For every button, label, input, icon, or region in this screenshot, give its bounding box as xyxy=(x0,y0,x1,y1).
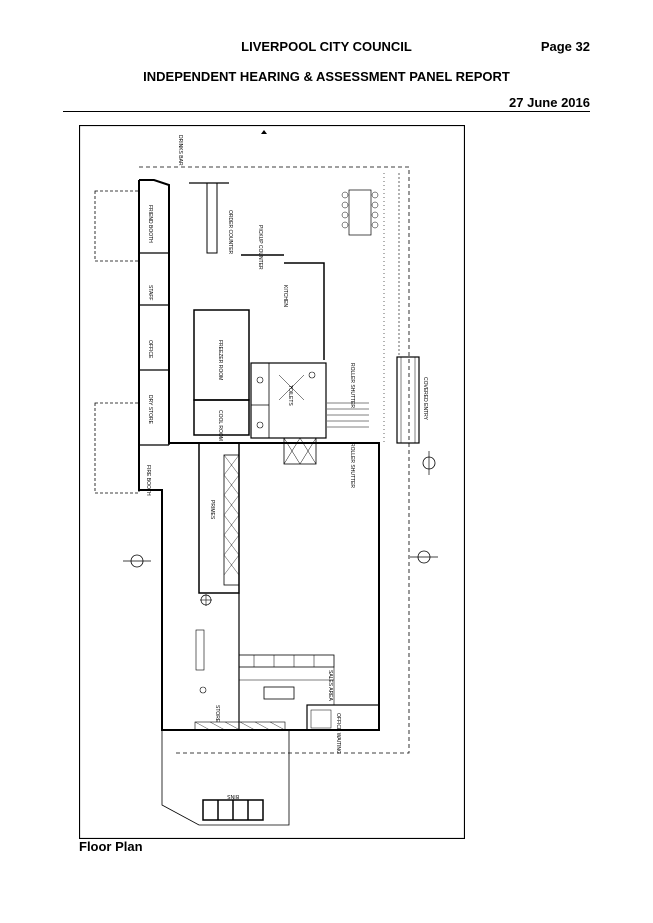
figure-caption: Floor Plan xyxy=(79,839,143,854)
label-primes: PRIMES xyxy=(209,500,215,520)
covered-entry xyxy=(396,356,420,444)
label-staff: STAFF xyxy=(147,285,153,300)
label-roller-shutter-1: ROLLER SHUTTER xyxy=(349,363,355,408)
primes-racking xyxy=(198,442,240,594)
stair-lines xyxy=(327,402,369,428)
label-pickup-counter: PICKUP COUNTER xyxy=(257,225,263,270)
office-waiting-room xyxy=(306,704,380,731)
label-dry-store: DRY STORE xyxy=(147,395,153,425)
label-office-waiting: OFFICE WAITING xyxy=(335,713,341,754)
label-covered-entry: COVERED ENTRY xyxy=(422,377,428,421)
label-office: OFFICE xyxy=(147,340,153,359)
label-sales-area: SALES AREA xyxy=(327,670,333,702)
sales-counter xyxy=(238,654,335,668)
floor-plan-drawing: DRINKS BAR FRIEND BOOTH ORDER COUNTER PI… xyxy=(79,125,465,839)
left-bumpout-mid xyxy=(94,402,140,494)
store-bottom-racking xyxy=(194,721,286,731)
plan-frame xyxy=(79,125,465,839)
label-kitchen: KITCHEN xyxy=(282,285,288,307)
label-freezer-room: FREEZER ROOM xyxy=(217,340,223,380)
cool-room xyxy=(193,399,250,436)
council-name: LIVERPOOL CITY COUNCIL xyxy=(241,39,412,54)
site-boundary xyxy=(139,166,410,754)
order-counter xyxy=(206,182,218,254)
left-bumpout-top xyxy=(94,190,140,262)
north-arrow-icon xyxy=(261,130,267,134)
label-bins: BINS xyxy=(227,793,239,799)
dining-table xyxy=(348,189,372,236)
page-number: Page 32 xyxy=(540,39,590,54)
label-store: STORE xyxy=(214,705,220,723)
store-racking xyxy=(195,629,205,671)
bins-enclosure xyxy=(161,730,290,826)
roller-shutter-box xyxy=(283,437,317,465)
label-friend-booth: FRIEND BOOTH xyxy=(147,205,153,243)
header-rule xyxy=(63,111,590,112)
building-outline xyxy=(138,179,380,731)
label-fire-booth: FIRE BOOTH xyxy=(145,465,151,496)
kitchen-walls xyxy=(284,262,325,360)
report-title: INDEPENDENT HEARING & ASSESSMENT PANEL R… xyxy=(143,69,510,84)
label-drinks: DRINKS BAR xyxy=(177,135,183,166)
report-date: 27 June 2016 xyxy=(509,95,590,110)
label-toilets: TOILETS xyxy=(287,385,293,406)
label-cool-room: COOL ROOM xyxy=(217,410,223,441)
label-roller-shutter-2: ROLLER SHUTTER xyxy=(349,443,355,488)
label-order-counter: ORDER COUNTER xyxy=(227,210,233,255)
